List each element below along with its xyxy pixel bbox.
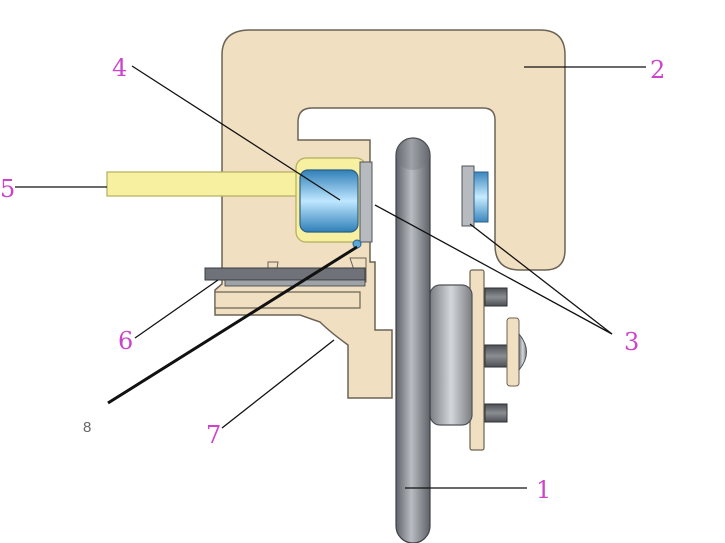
- label-3: 3: [624, 328, 639, 356]
- leader-4: [131, 65, 341, 201]
- label-4: 4: [112, 54, 127, 82]
- label-8: 8: [83, 419, 91, 436]
- label-2: 2: [650, 56, 665, 84]
- leader-7: [221, 339, 335, 429]
- label-1: 1: [536, 476, 551, 504]
- piston: [299, 169, 359, 233]
- outer-pad-backing: [461, 165, 475, 227]
- pin: [106, 171, 298, 197]
- label-5: 5: [0, 175, 15, 203]
- leader-6: [134, 279, 219, 339]
- seal: [352, 239, 362, 249]
- bracket: [214, 291, 361, 309]
- leader-3a: [374, 204, 613, 335]
- label-7: 7: [206, 421, 221, 449]
- leader-lines: [15, 65, 646, 489]
- shaft: [395, 137, 431, 543]
- hub-assembly: [429, 269, 527, 451]
- plate: [204, 267, 366, 281]
- outer-pad: [473, 171, 489, 223]
- inner-pad-backing: [359, 161, 373, 243]
- label-6: 6: [118, 327, 133, 355]
- leader-3b: [469, 223, 613, 335]
- leader-8: [107, 245, 358, 405]
